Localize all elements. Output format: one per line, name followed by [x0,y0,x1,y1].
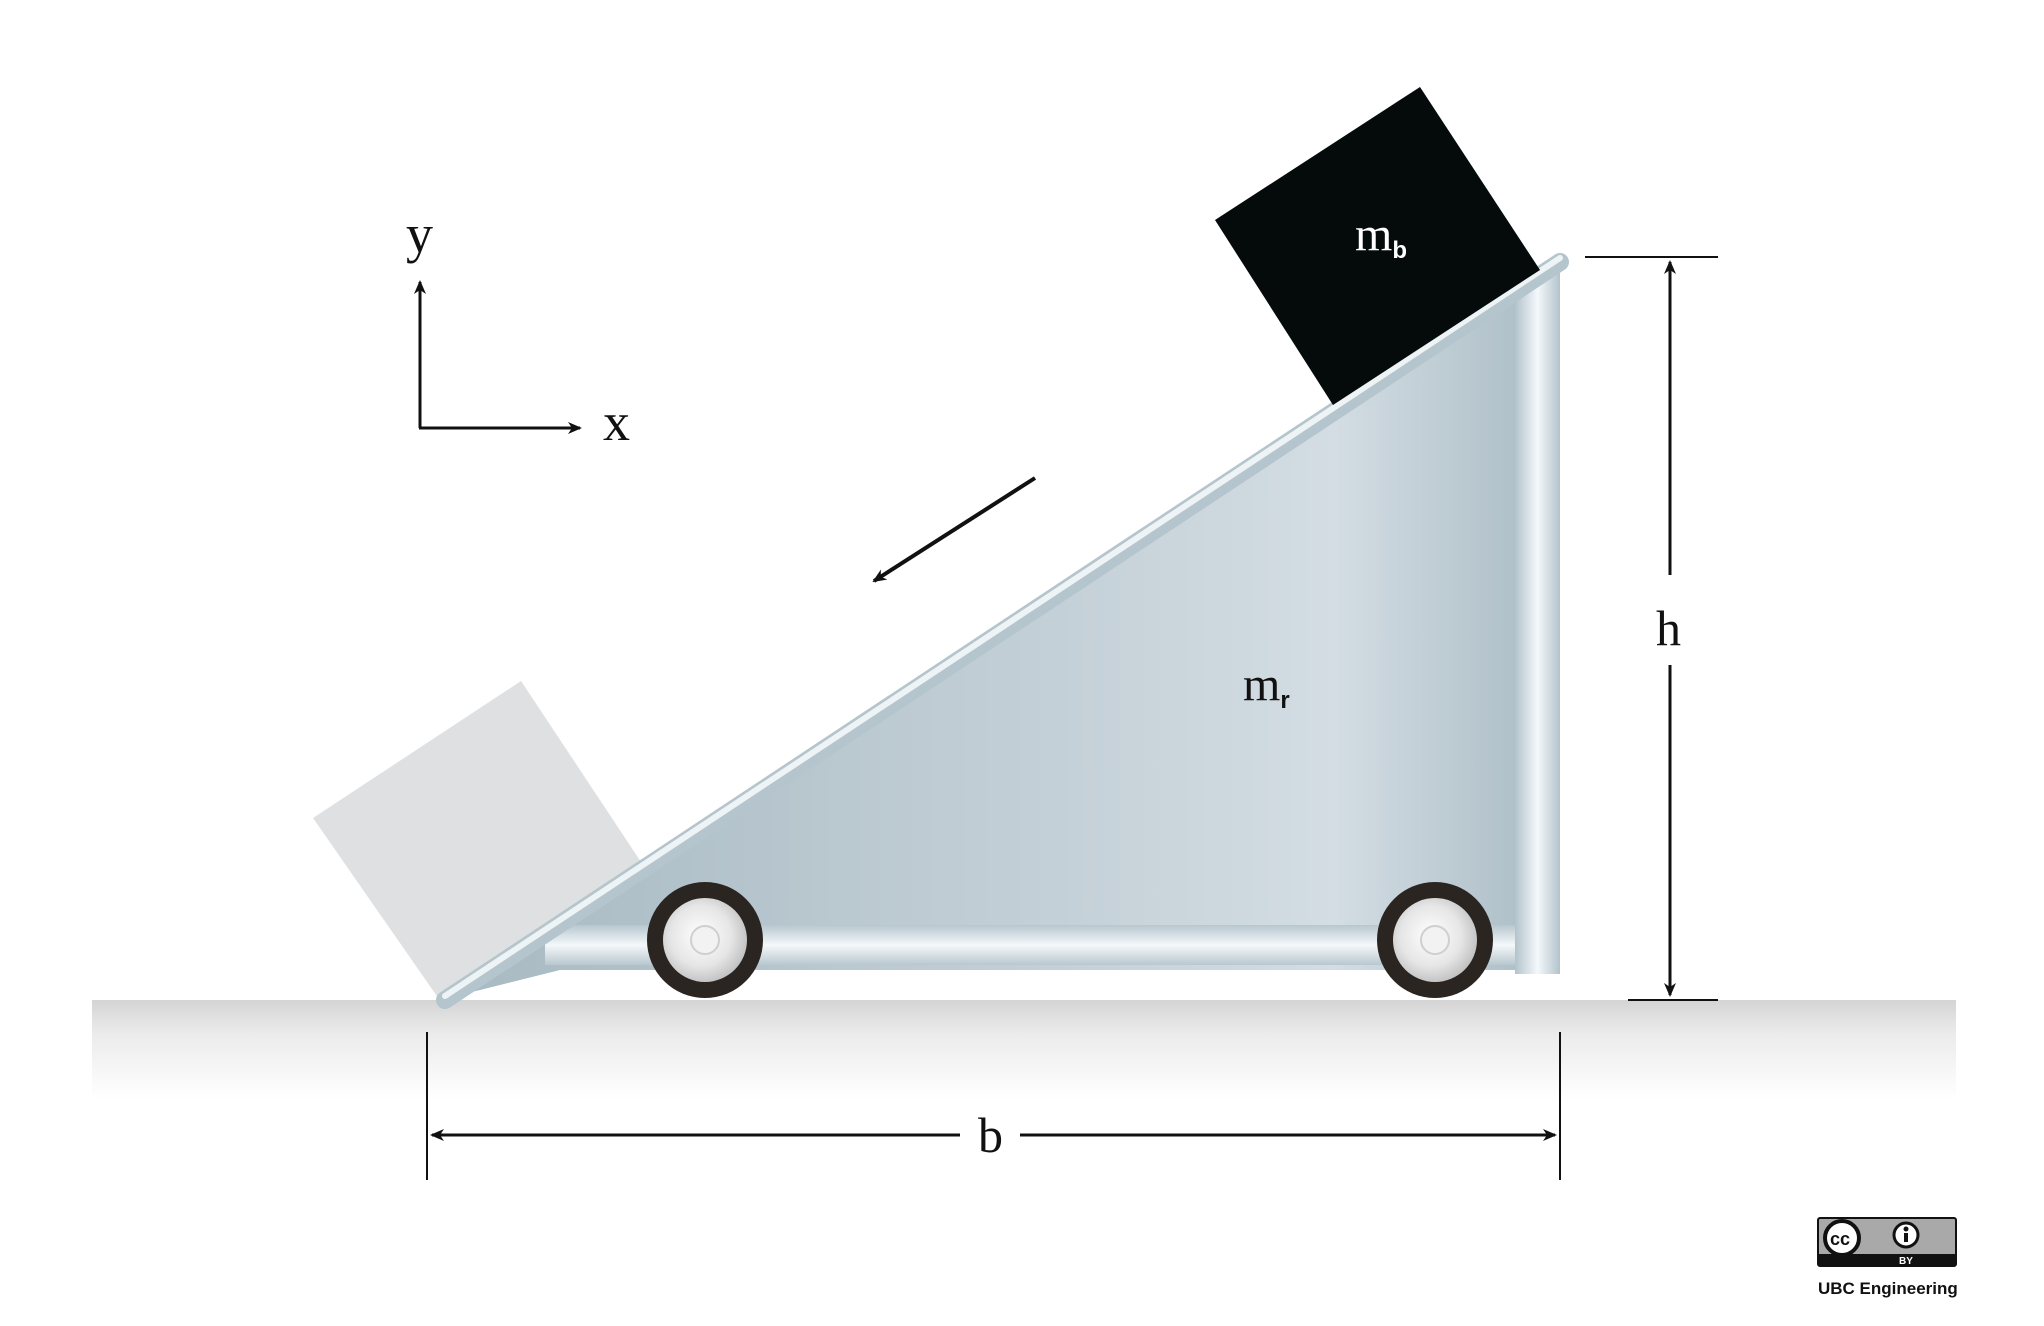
cc-by-badge: cc BY UBC Engineering [1817,1217,1958,1298]
credit-text: UBC Engineering [1818,1279,1958,1298]
y-axis-label: y [406,204,433,264]
coordinate-axes: y x [406,204,630,452]
base-dimension: b [426,1032,1561,1180]
height-label: h [1656,600,1681,656]
rear-wheel [1377,882,1493,998]
ramp-vertical-rail [1515,268,1560,974]
svg-text:cc: cc [1830,1229,1850,1249]
front-wheel [647,882,763,998]
ramp-mass-label: mr [1243,658,1290,714]
block-mass-label: mb [1355,208,1407,264]
slide-direction-arrow [872,476,1037,583]
ground-floor [92,1000,1956,1100]
height-dimension: h [1585,256,1718,1001]
cc-logo-icon [1823,1219,1861,1257]
ramp-hypotenuse-rail [436,253,1569,1009]
x-axis-label: x [603,392,630,452]
block-mass [1215,87,1540,405]
svg-text:BY: BY [1899,1256,1913,1267]
base-label: b [978,1107,1003,1163]
